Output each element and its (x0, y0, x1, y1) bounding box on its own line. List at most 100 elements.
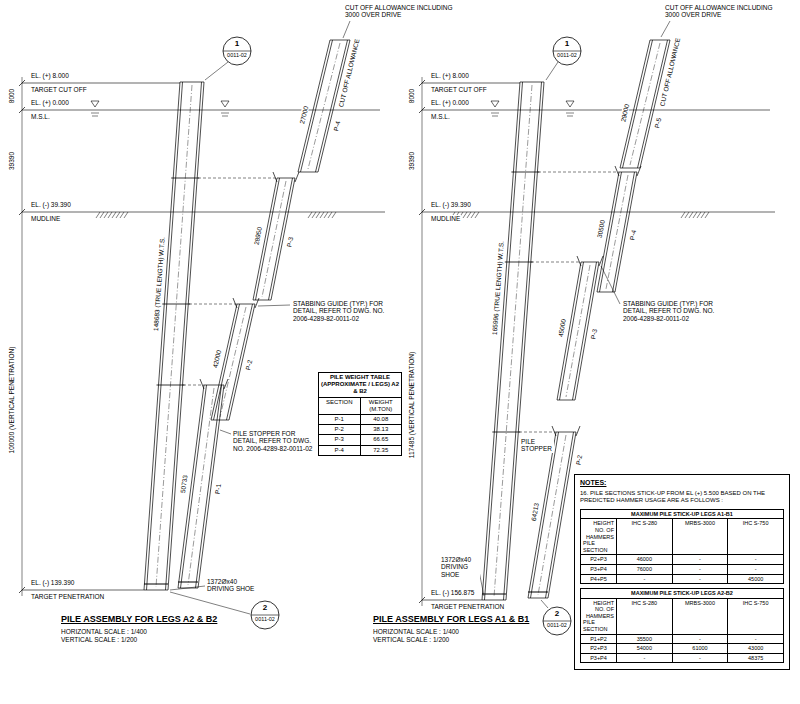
callout-note: PILE STOPPER (520, 438, 554, 453)
pile-end (330, 40, 350, 41)
leader-line (170, 586, 205, 590)
table-text: P2+P3 (583, 556, 614, 563)
table-text: PILE SECTION (583, 619, 614, 632)
table-cell: P-3 (319, 435, 361, 445)
pile-end (298, 172, 318, 173)
weight-table: PILE WEIGHT TABLE (APPROXIMATE / LEGS) A… (318, 372, 402, 456)
section-marker: 20011-02 (542, 606, 572, 636)
table-text: MRBS-3000 (675, 520, 726, 527)
weld-joint (492, 432, 520, 433)
pile-wall (615, 172, 637, 292)
mudline-hatch (463, 212, 467, 218)
elevation-label: TARGET PENETRATION (30, 593, 105, 600)
pile-end (180, 82, 204, 83)
table-cell: HEIGHT NO. OF HAMMERSPILE SECTION (581, 599, 617, 635)
note-text: 16. PILE SECTIONS STICK-UP FROM EL (+) 5… (580, 490, 784, 505)
dimension-tick (19, 80, 25, 86)
joint-tie-line (189, 304, 237, 305)
elevation-line (422, 83, 520, 84)
marker-divider (251, 615, 279, 616)
table-text: MAXIMUM PILE STICK-UP LEGS A1-B1 (583, 511, 781, 518)
table-cell: MAXIMUM PILE STICK-UP LEGS A2-B2 (581, 589, 784, 599)
pile-section: P-4 (332, 119, 342, 133)
elevation-label: M.S.L. (30, 113, 51, 120)
callout-note: STABBING GUIDE (TYP.) FOR DETAIL, REFER … (292, 300, 394, 322)
water-symbol (221, 101, 229, 107)
marker-text: 1 (222, 40, 252, 48)
table-text: - (675, 566, 726, 573)
dimension: 39390 (8, 151, 15, 171)
pile-end (277, 178, 295, 179)
mudline-hatch (116, 212, 120, 218)
pile-wall (557, 262, 581, 400)
dimension-tick (419, 597, 425, 603)
pile-wall (504, 82, 542, 600)
pile-end (556, 432, 576, 433)
elevation-line (22, 590, 144, 591)
table-text: 43000 (730, 645, 781, 652)
table-cell: 61000 (673, 644, 729, 654)
mudline-hatch (697, 212, 701, 218)
elevation-line (22, 83, 180, 84)
marker-text: 1 (552, 40, 582, 48)
table-cell: 54000 (617, 644, 673, 654)
table-text: P-1 (321, 416, 358, 423)
weld-joint (162, 304, 190, 305)
dimension: 8000 (408, 88, 415, 104)
table-cell: 40.08 (361, 415, 403, 425)
weld-joint (511, 172, 539, 173)
table-text: IHC S-280 (619, 600, 670, 607)
pile-section: P-3 (285, 235, 295, 248)
pile-wall (546, 432, 574, 598)
marker-text: 0011-02 (552, 53, 582, 59)
table-text: 46000 (619, 556, 670, 563)
pile-section: P-2 (574, 453, 583, 466)
table-cell: MRBS-3000 (673, 599, 729, 635)
mudline-hatch (324, 212, 328, 218)
stabbing-guide (552, 426, 556, 436)
pile-centerline (538, 435, 566, 595)
section-marker: 20011-02 (250, 600, 280, 630)
driving-shoe (144, 584, 168, 585)
weld-joint (171, 178, 199, 179)
mudline-hatch (701, 212, 705, 218)
table-text: P-3 (321, 436, 358, 443)
table-cell: 43000 (728, 644, 784, 654)
pile-wall (178, 385, 204, 588)
pile-section: P-4 (628, 228, 638, 241)
pile-end (557, 400, 575, 401)
dimension-line (422, 77, 423, 606)
dimension: 42000 (212, 348, 224, 369)
elevation-label: EL. (+) 8.000 (30, 72, 70, 79)
pile-wall (506, 82, 544, 600)
table-text: 72.35 (363, 447, 400, 454)
pile-section: P-2 (244, 359, 254, 372)
table-text: 40.08 (363, 416, 400, 423)
water-symbol (491, 113, 499, 114)
table-cell: 76000 (617, 565, 673, 575)
table-text: - (730, 636, 781, 643)
dimension: 50733 (179, 474, 189, 495)
callout-note: PILE STOPPER FOR DETAIL, REFER TO DWG. N… (232, 430, 314, 452)
mudline-hatch (681, 212, 685, 218)
dimension-tick (419, 80, 425, 86)
water-symbol (221, 113, 229, 114)
table-cell: - (728, 565, 784, 575)
stick-up-table: MAXIMUM PILE STICK-UP LEGS A1-B1HEIGHT N… (580, 509, 784, 584)
water-symbol (492, 116, 498, 117)
pile-wall (575, 262, 599, 400)
scale-note: VERTICAL SCALE : 1/200 (372, 636, 450, 643)
weld-joint (505, 262, 533, 263)
table-cell: - (673, 635, 729, 645)
dimension: 100000 (VERTICAL PENETRATION) (8, 346, 15, 455)
table-text: 35500 (619, 636, 670, 643)
table-cell: - (673, 654, 729, 664)
driving-shoe (528, 592, 548, 593)
elevation-label: TARGET CUT OFF (30, 86, 88, 93)
pile-centerline (220, 307, 246, 417)
stabbing-guide (637, 166, 641, 176)
pile-end (253, 300, 271, 301)
drawing-title: PILE ASSEMBLY FOR LEGS A2 & B2 (60, 614, 218, 624)
leader-line (601, 266, 620, 304)
pile-wall (168, 82, 204, 590)
